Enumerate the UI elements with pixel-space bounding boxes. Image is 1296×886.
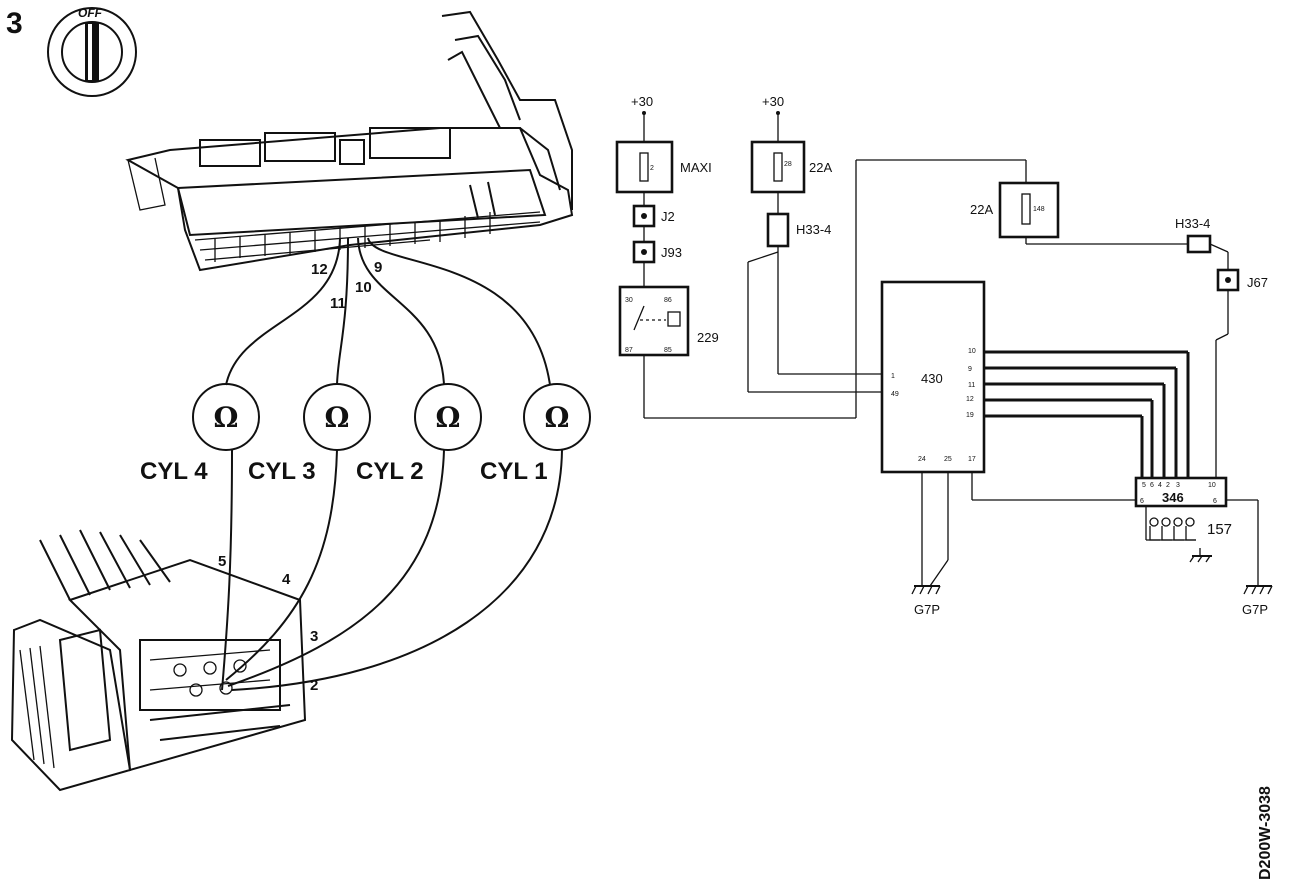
fuse-22a-right-icon xyxy=(1021,193,1031,225)
module-430-pin-11: 11 xyxy=(968,382,975,389)
wire-cyl3-bottom xyxy=(225,449,338,681)
ohm-icon: Ω xyxy=(436,401,461,434)
module-430-pin-24: 24 xyxy=(918,456,926,463)
figure-number: 3 xyxy=(6,7,23,40)
wire-cyl1-top xyxy=(367,237,551,386)
injector-harness-plug xyxy=(10,529,307,792)
module-430-pin-1: 1 xyxy=(891,373,895,380)
supply-right-label: +30 xyxy=(762,94,784,109)
relay-229-label: 229 xyxy=(697,330,719,345)
ohm-icon: Ω xyxy=(325,401,350,434)
ground-right-icon xyxy=(1243,585,1273,595)
ohmmeter-cyl4: Ω xyxy=(192,383,260,451)
wire-cyl4-bottom xyxy=(221,449,233,691)
cylinder-3-label: CYL 3 xyxy=(248,458,316,485)
connector-j67-label: J67 xyxy=(1247,275,1268,290)
ignition-switch-icon: OFF xyxy=(47,6,137,97)
relay-229-box xyxy=(618,285,690,357)
module-346-pin-b: 6 xyxy=(1150,482,1154,489)
fuse-22a-top-icon xyxy=(773,152,783,182)
fuse-maxi-label: MAXI xyxy=(680,160,712,175)
wire-cyl4-top xyxy=(225,237,341,386)
ecu-connector xyxy=(125,10,574,272)
connector-h33-left xyxy=(766,212,790,248)
module-430-pin-12: 12 xyxy=(966,396,974,403)
plug-pin-5-label: 5 xyxy=(218,553,226,570)
module-346-right-pin: 6 xyxy=(1213,498,1217,505)
relay-pin-87: 87 xyxy=(625,347,633,354)
fuse-maxi-icon xyxy=(639,152,649,182)
wire-cyl3-top xyxy=(336,237,349,386)
injectors-157 xyxy=(1145,506,1212,563)
fuse-22a-right-label: 22A xyxy=(970,202,993,217)
wire-cyl2-top xyxy=(357,237,445,386)
module-430-pin-19: 19 xyxy=(966,412,974,419)
connector-h33-right-label: H33-4 xyxy=(1175,216,1210,231)
fuse-22a-right-box xyxy=(998,181,1060,239)
wire-cyl1-bottom xyxy=(231,449,563,691)
relay-contact-icon xyxy=(633,305,645,331)
ignition-off-label: OFF xyxy=(78,6,103,20)
wire-cyl2-bottom xyxy=(227,449,445,687)
ohmmeter-cyl1: Ω xyxy=(523,383,591,451)
connector-j93-label: J93 xyxy=(661,245,682,260)
plug-pin-2-label: 2 xyxy=(310,677,318,694)
ecu-pin-9-label: 9 xyxy=(374,259,382,276)
plug-pin-4-label: 4 xyxy=(282,571,291,588)
ohm-icon: Ω xyxy=(545,401,570,434)
relay-pin-86: 86 xyxy=(664,297,672,304)
relay-pin-85: 85 xyxy=(664,347,672,354)
cylinder-4-label: CYL 4 xyxy=(140,458,208,485)
fuse-maxi-box xyxy=(615,140,674,194)
fuse-22a-top-num: 28 xyxy=(784,161,792,168)
cylinder-2-label: CYL 2 xyxy=(356,458,424,485)
module-346-pin-c: 4 xyxy=(1158,482,1162,489)
module-430-pin-17: 17 xyxy=(968,456,976,463)
fuse-maxi-num: 2 xyxy=(650,165,654,172)
ohmmeter-cyl2: Ω xyxy=(414,383,482,451)
fuse-22a-top-box xyxy=(750,140,806,194)
connector-h33-right xyxy=(1186,234,1212,254)
module-346-pin-a: 5 xyxy=(1142,482,1146,489)
ohm-icon: Ω xyxy=(214,401,239,434)
relay-pin-30: 30 xyxy=(625,297,633,304)
ground-left-icon xyxy=(911,585,941,595)
module-430-pin-10: 10 xyxy=(968,348,976,355)
module-346-pin-e: 3 xyxy=(1176,482,1180,489)
connector-j2-label: J2 xyxy=(661,209,675,224)
module-430-box xyxy=(880,280,986,474)
fuse-22a-right-num: 148 xyxy=(1033,206,1045,213)
module-430-pin-49: 49 xyxy=(891,391,899,398)
module-430-pin-25: 25 xyxy=(944,456,952,463)
ground-right-label: G7P xyxy=(1242,602,1268,617)
module-430-pin-9: 9 xyxy=(968,366,972,373)
connector-h33-left-label: H33-4 xyxy=(796,222,831,237)
module-346-label: 346 xyxy=(1162,490,1184,505)
ecu-pin-10-label: 10 xyxy=(355,279,372,296)
plug-pin-3-label: 3 xyxy=(310,628,318,645)
ecu-pin-11-label: 11 xyxy=(330,295,346,312)
ecu-pin-12-label: 12 xyxy=(311,261,328,278)
module-346-pin-f: 10 xyxy=(1208,482,1216,489)
ground-left-label: G7P xyxy=(914,602,940,617)
module-346-left-pin: 6 xyxy=(1140,498,1144,505)
module-346-pin-d: 2 xyxy=(1166,482,1170,489)
injectors-157-label: 157 xyxy=(1207,521,1232,538)
supply-left-label: +30 xyxy=(631,94,653,109)
module-430-label: 430 xyxy=(921,371,943,386)
fuse-22a-top-label: 22A xyxy=(809,160,832,175)
cylinder-1-label: CYL 1 xyxy=(480,458,548,485)
figure-code: D200W-3038 xyxy=(1257,786,1274,880)
relay-coil-icon xyxy=(667,311,681,327)
module-346-box xyxy=(1134,476,1228,508)
ohmmeter-cyl3: Ω xyxy=(303,383,371,451)
